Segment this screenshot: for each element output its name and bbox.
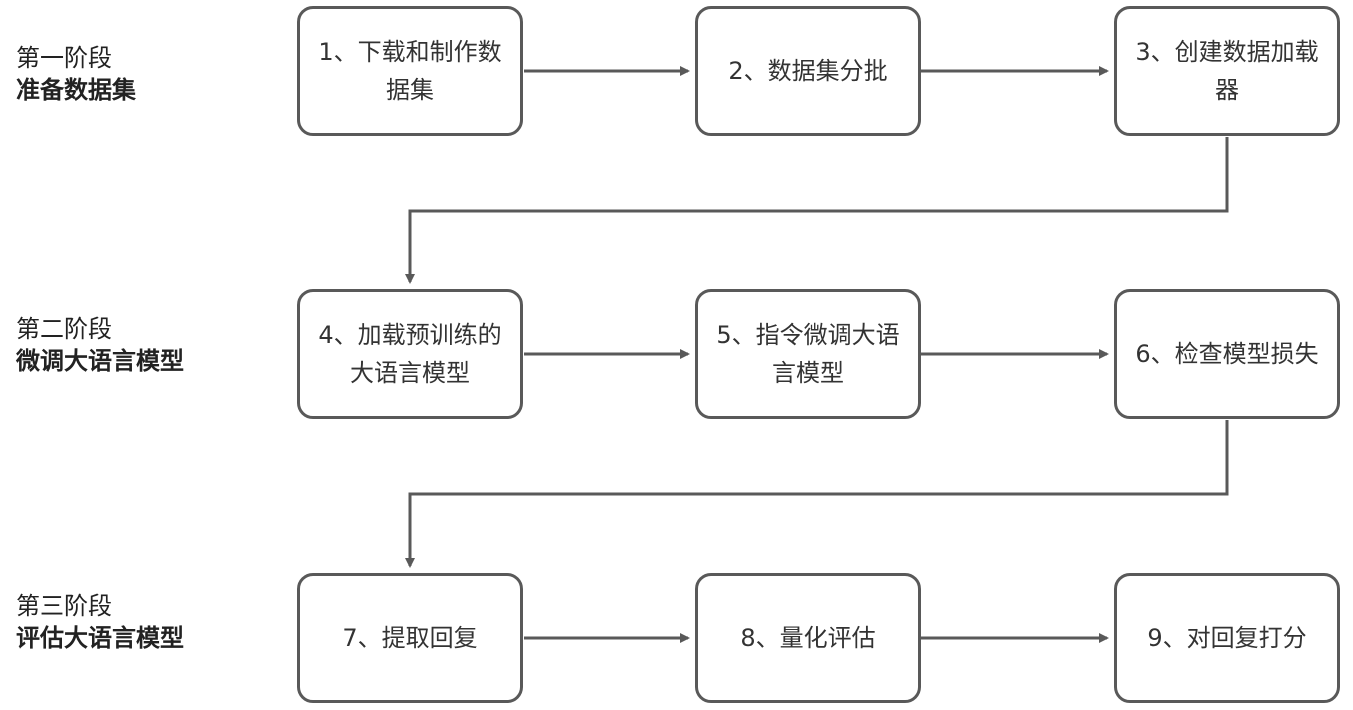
stage-1-title: 准备数据集	[16, 76, 136, 104]
stage-2-label: 第二阶段 微调大语言模型	[16, 313, 184, 377]
stage-3-name: 第三阶段	[16, 592, 112, 620]
step-6-box: 6、检查模型损失	[1114, 289, 1340, 419]
step-3-label: 3、创建数据加载器	[1135, 38, 1319, 104]
arrow-step6-to-step7	[405, 420, 1229, 568]
stage-2-title: 微调大语言模型	[16, 347, 184, 375]
stage-2-name: 第二阶段	[16, 315, 112, 343]
step-9-box: 9、对回复打分	[1114, 573, 1340, 703]
step-2-box: 2、数据集分批	[695, 6, 921, 136]
stage-3-label: 第三阶段 评估大语言模型	[16, 590, 184, 654]
step-1-label: 1、下载和制作数据集	[318, 38, 502, 104]
step-4-box: 4、加载预训练的大语言模型	[297, 289, 523, 419]
step-9-label: 9、对回复打分	[1147, 624, 1307, 652]
stage-3-title: 评估大语言模型	[16, 624, 184, 652]
step-5-label: 5、指令微调大语言模型	[716, 321, 900, 387]
step-8-label: 8、量化评估	[740, 624, 876, 652]
step-6-label: 6、检查模型损失	[1135, 340, 1319, 368]
step-5-box: 5、指令微调大语言模型	[695, 289, 921, 419]
step-4-label: 4、加载预训练的大语言模型	[318, 321, 502, 387]
stage-1-name: 第一阶段	[16, 44, 112, 72]
stage-1-label: 第一阶段 准备数据集	[16, 42, 136, 106]
step-7-box: 7、提取回复	[297, 573, 523, 703]
step-1-box: 1、下载和制作数据集	[297, 6, 523, 136]
step-7-label: 7、提取回复	[342, 624, 478, 652]
step-8-box: 8、量化评估	[695, 573, 921, 703]
step-3-box: 3、创建数据加载器	[1114, 6, 1340, 136]
step-2-label: 2、数据集分批	[728, 57, 888, 85]
arrow-step3-to-step4	[405, 137, 1229, 284]
